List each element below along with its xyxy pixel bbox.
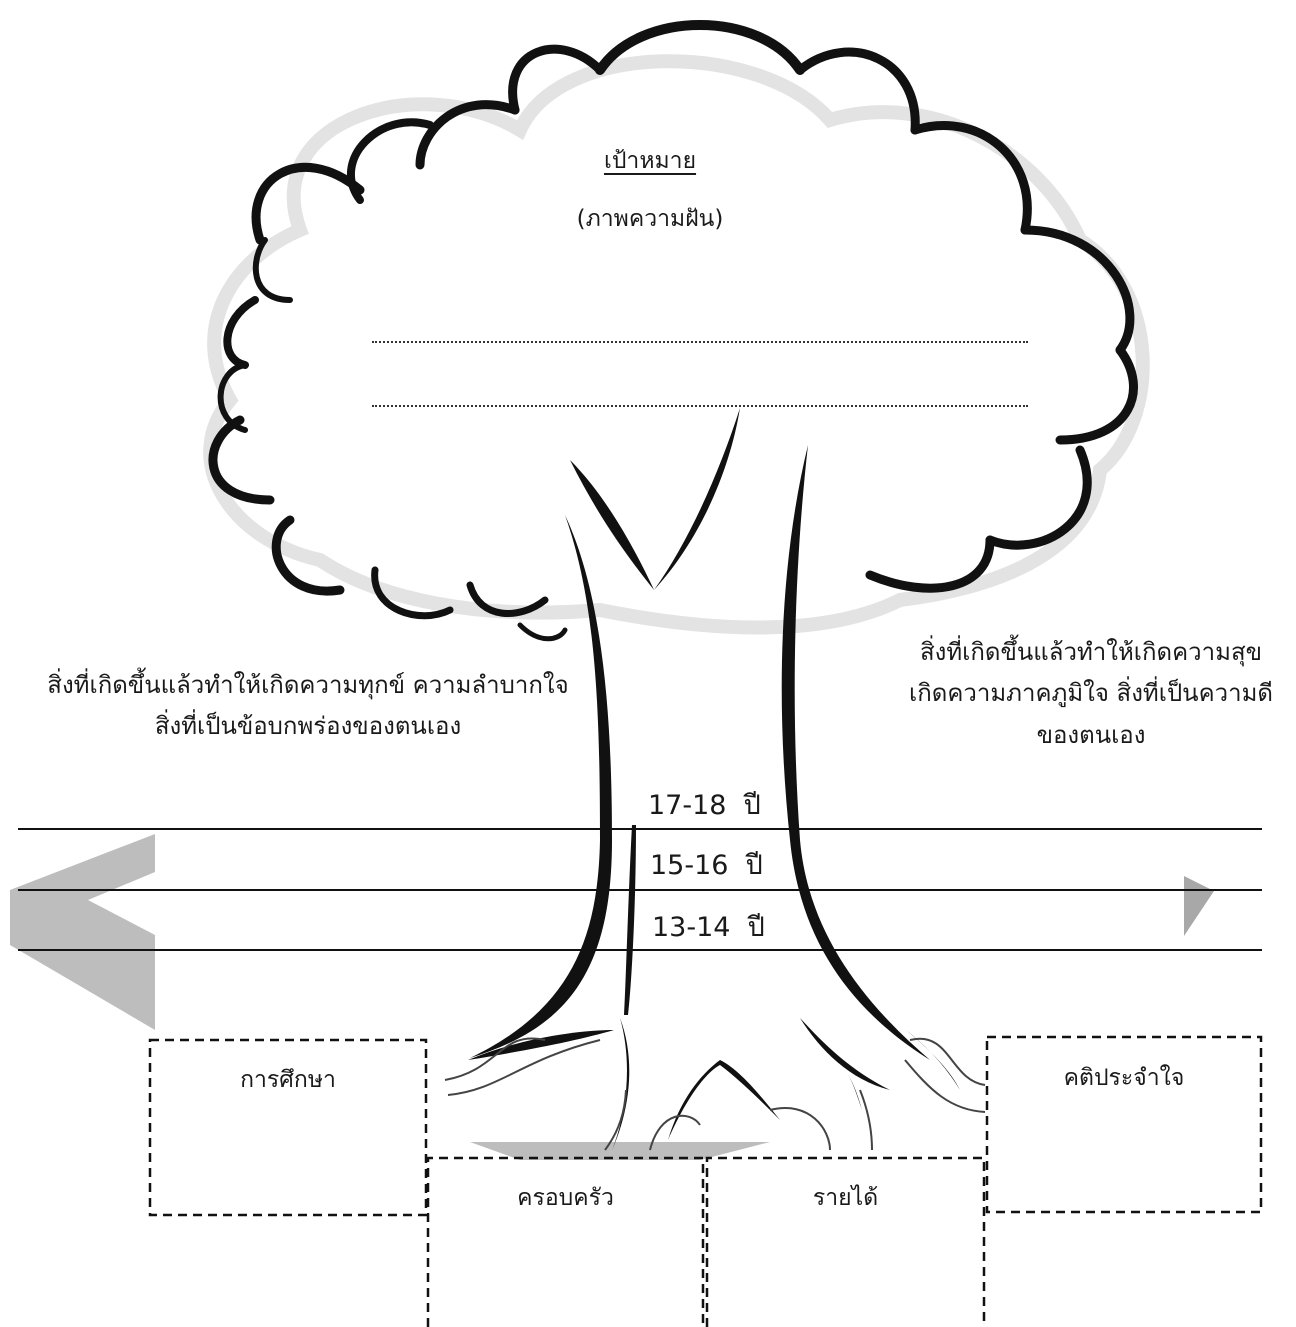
negative-experiences-note: สิ่งที่เกิดขึ้นแล้วทำให้เกิดความทุกข์ คว… [18,665,598,748]
age-band-lines [18,828,1262,951]
negative-note-line-2: สิ่งที่เป็นข้อบกพร่องของตนเอง [154,712,462,741]
education-box-label: การศึกษา [240,1067,336,1093]
negative-note-line-1: สิ่งที่เกิดขึ้นแล้วทำให้เกิดความทุกข์ คว… [47,671,569,699]
watermark-bar-bottom [470,1142,770,1160]
age-band-17-18: 17-18 ปี [648,792,761,819]
age-unit: ปี [745,850,763,881]
positive-experiences-note: สิ่งที่เกิดขึ้นแล้วทำให้เกิดความสุข เกิด… [888,632,1294,756]
age-unit: ปี [747,912,765,943]
motto-box-label: คติประจำใจ [1063,1065,1185,1091]
cloud-outline [208,20,1138,642]
income-box-label: รายได้ [812,1185,879,1211]
positive-note-line-2: เกิดความภาคภูมิใจ สิ่งที่เป็นความดี [909,679,1273,708]
goal-subtitle: (ภาพความฝัน) [576,206,724,232]
age-range: 13-14 [652,912,731,943]
tree-trunk [468,408,960,1150]
watermark-chevron-left [10,834,155,1030]
positive-note-line-3: ของตนเอง [1036,720,1146,749]
goal-answer-line-1[interactable] [372,341,1028,343]
root-curls [444,1037,986,1151]
age-range: 17-18 [648,790,727,821]
motto-box-frame [985,1035,1263,1214]
watermark-triangle-right [1184,876,1214,936]
goal-answer-line-2[interactable] [372,405,1028,407]
dashed-boxes [148,1035,1263,1327]
education-box-frame [148,1038,428,1217]
age-band-15-16: 15-16 ปี [650,852,763,879]
income-box-frame [705,1156,986,1327]
family-box-frame [426,1156,705,1327]
family-box-label: ครอบครัว [517,1185,614,1211]
goal-title: เป้าหมาย [603,148,697,174]
cloud-shadow [203,54,1150,635]
age-unit: ปี [743,790,761,821]
age-band-13-14: 13-14 ปี [652,914,765,941]
age-range: 15-16 [650,850,729,881]
positive-note-line-1: สิ่งที่เกิดขึ้นแล้วทำให้เกิดความสุข [919,638,1262,666]
